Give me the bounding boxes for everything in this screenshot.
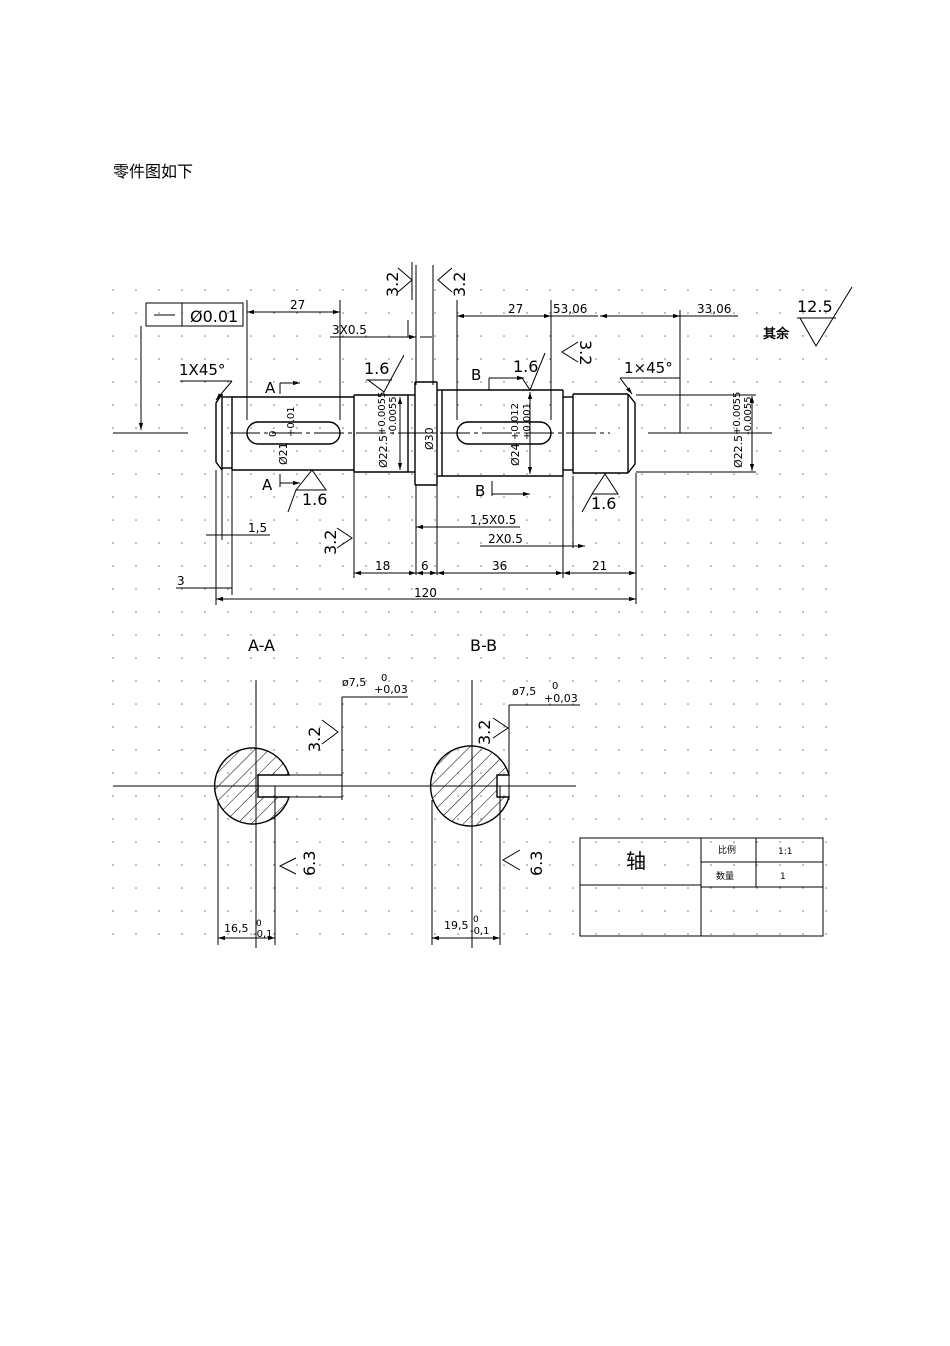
svg-text:+0,03: +0,03 [374, 683, 408, 696]
svg-text:3.2: 3.2 [576, 340, 595, 365]
svg-text:3X0.5: 3X0.5 [332, 323, 367, 337]
svg-text:2X0.5: 2X0.5 [488, 532, 523, 546]
svg-text:+0.012: +0.012 [510, 403, 521, 440]
svg-text:+0.01: +0.01 [286, 406, 297, 437]
svg-text:0: 0 [552, 681, 558, 692]
roughness-other: 12.5 其余 [763, 286, 853, 347]
svg-text:3.2: 3.2 [305, 727, 324, 752]
svg-text:3: 3 [177, 574, 185, 588]
svg-text:+0.0055: +0.0055 [377, 392, 388, 435]
page-heading: 零件图如下 [113, 162, 194, 181]
svg-text:36: 36 [492, 559, 507, 573]
svg-text:ø7,5: ø7,5 [342, 676, 366, 689]
roughness-32-top: 3.2 3.2 3.2 [383, 262, 595, 365]
svg-text:A: A [262, 476, 273, 494]
svg-text:B: B [471, 366, 481, 384]
section-aa-title: A-A [248, 636, 275, 655]
svg-text:6: 6 [421, 559, 429, 573]
section-bb-title: B-B [470, 636, 497, 655]
svg-text:27: 27 [290, 298, 305, 312]
svg-text:-0,1: -0,1 [470, 926, 490, 937]
roughness-16: 1.6 1.6 1.6 1.6 3.2 [287, 352, 619, 555]
top-dimensions: 27 3X0.5 27 53,06 33,06 [246, 298, 738, 433]
part-name: 轴 [626, 849, 646, 873]
svg-text:-0,1: -0,1 [253, 929, 273, 940]
svg-text:6.3: 6.3 [527, 851, 546, 876]
svg-text:数量: 数量 [716, 870, 734, 882]
svg-text:3.2: 3.2 [321, 530, 340, 555]
svg-text:1.6: 1.6 [591, 494, 616, 513]
title-block: 轴 比例 1:1 数量 1 [579, 837, 824, 937]
svg-text:3.2: 3.2 [450, 272, 469, 297]
section-bb-hatch [429, 745, 510, 827]
section-markers: A A B B [262, 366, 530, 500]
diameter-labels: Ø21 0 +0.01 Ø22.5 +0.0055 -0.0055 Ø30 Ø2… [268, 392, 756, 474]
svg-text:0: 0 [473, 915, 479, 925]
svg-text:21: 21 [592, 559, 607, 573]
svg-text:1:1: 1:1 [778, 847, 792, 857]
svg-text:19,5: 19,5 [444, 919, 469, 932]
svg-text:+0.0055: +0.0055 [732, 392, 743, 435]
svg-text:16,5: 16,5 [224, 922, 249, 935]
keyway-b [456, 421, 552, 445]
svg-text:-0.0055: -0.0055 [388, 396, 399, 435]
svg-text:53,06: 53,06 [553, 302, 587, 316]
svg-text:0: 0 [381, 673, 387, 684]
svg-text:Ø24: Ø24 [509, 443, 522, 466]
svg-text:1,5X0.5: 1,5X0.5 [470, 513, 516, 527]
svg-text:12.5: 12.5 [797, 297, 833, 316]
svg-text:+0,03: +0,03 [544, 692, 578, 705]
svg-text:比例: 比例 [718, 844, 736, 856]
geometric-tolerance-frame: Ø0.01 [138, 302, 244, 430]
svg-text:-0.0055: -0.0055 [743, 396, 754, 435]
svg-text:Ø30: Ø30 [423, 427, 436, 450]
svg-text:1,5: 1,5 [248, 521, 267, 535]
svg-text:33,06: 33,06 [697, 302, 731, 316]
right-chamfer [627, 393, 636, 474]
chamfer-left-label: 1X45° [179, 361, 225, 379]
svg-text:Ø21: Ø21 [277, 442, 290, 465]
svg-text:1.6: 1.6 [513, 357, 538, 376]
other-roughness-label: 其余 [763, 326, 790, 342]
svg-text:120: 120 [414, 586, 437, 600]
shaft-main-view [113, 381, 772, 486]
section-bb: B-B ø7,5 0 +0,03 3.2 19,5 0 -0,1 6.3 [422, 636, 580, 948]
svg-text:3.2: 3.2 [475, 720, 494, 745]
svg-text:1: 1 [780, 872, 786, 882]
svg-text:18: 18 [375, 559, 390, 573]
svg-text:Ø22.5: Ø22.5 [732, 435, 745, 468]
bottom-dimensions: 1,5 3 1,5X0.5 2X0.5 18 6 36 21 120 [176, 470, 637, 605]
svg-text:1.6: 1.6 [364, 359, 389, 378]
section-aa-hatch [214, 747, 290, 825]
keyway-a [246, 421, 341, 445]
svg-text:B: B [475, 482, 485, 500]
tolerance-value: Ø0.01 [190, 307, 238, 326]
svg-text:ø7,5: ø7,5 [512, 685, 536, 698]
background-dot-grid [112, 289, 827, 935]
left-chamfer [215, 393, 223, 471]
svg-text:1.6: 1.6 [302, 490, 327, 509]
section-aa: A-A ø7,5 0 +0,03 3.2 16,5 0 -0,1 6.3 [113, 636, 428, 948]
svg-text:0: 0 [268, 431, 279, 437]
svg-text:27: 27 [508, 302, 523, 316]
svg-text:0: 0 [256, 919, 262, 929]
svg-text:A: A [265, 379, 276, 397]
svg-text:+0.001: +0.001 [522, 403, 533, 440]
svg-text:6.3: 6.3 [300, 851, 319, 876]
svg-text:3.2: 3.2 [383, 272, 402, 297]
svg-text:Ø22.5: Ø22.5 [377, 435, 390, 468]
chamfer-right-label: 1×45° [624, 359, 673, 377]
